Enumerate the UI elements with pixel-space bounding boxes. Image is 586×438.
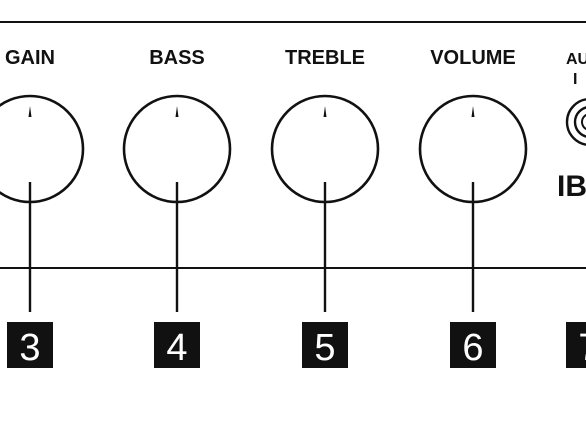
- knob-group-volume: VOLUME 6: [418, 47, 528, 369]
- knob-label-treble: TREBLE: [285, 47, 365, 69]
- callout-box-3: [7, 322, 53, 368]
- knob-label-volume: VOLUME: [430, 47, 516, 69]
- brand-logo-partial: IB: [557, 170, 586, 203]
- aux-jack-hole: [581, 113, 586, 131]
- callout-box-5: [302, 322, 348, 368]
- knob-group-bass: BASS 4: [122, 47, 232, 369]
- aux-label-line1: AU: [566, 51, 586, 68]
- callout-box-7: [566, 322, 586, 368]
- aux-input-group: AU I IB 7: [557, 51, 586, 369]
- callout-box-6: [450, 322, 496, 368]
- callout-box-4: [154, 322, 200, 368]
- knob-group-treble: TREBLE 5: [270, 47, 380, 369]
- aux-label-line2: I: [573, 71, 577, 88]
- volume-knob-indicator: [471, 106, 475, 117]
- callout-number-5: 5: [314, 327, 335, 369]
- gain-knob-indicator: [28, 106, 32, 117]
- treble-knob-indicator: [323, 106, 327, 117]
- callout-number-4: 4: [166, 327, 187, 369]
- callout-number-3: 3: [19, 327, 40, 369]
- callout-number-6: 6: [462, 327, 483, 369]
- callout-number-7: 7: [578, 327, 586, 369]
- knob-label-gain: GAIN: [5, 47, 55, 69]
- knob-group-gain: GAIN 3: [0, 47, 85, 369]
- knob-label-bass: BASS: [149, 47, 205, 69]
- gain-knob[interactable]: [0, 94, 85, 204]
- bass-knob-indicator: [175, 106, 179, 117]
- aux-jack-ring: [573, 106, 586, 138]
